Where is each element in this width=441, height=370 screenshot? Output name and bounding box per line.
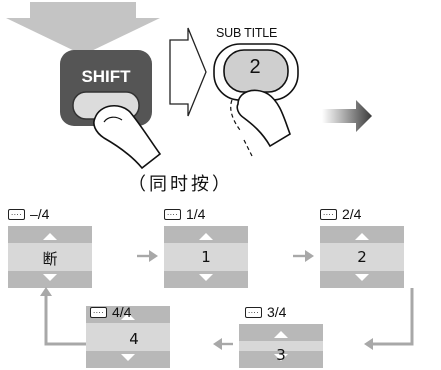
subtitle-key-graphic: [213, 43, 299, 157]
osd-step-3-header: .... 2/4: [320, 205, 361, 223]
osd-step-4-value: 3: [276, 346, 286, 364]
osd-step-1-header: .... –/4: [8, 205, 49, 223]
subtitle-key-number: 2: [249, 56, 261, 78]
shift-button-label: SHIFT: [81, 67, 131, 86]
subtitle-icon: ....: [245, 306, 262, 318]
osd-step-1-value: 断: [42, 250, 58, 268]
osd-box-2: [164, 226, 248, 288]
up-triangle-icon: [43, 233, 57, 240]
up-triangle-icon: [121, 313, 135, 320]
osd-step-5-value: 4: [129, 330, 139, 348]
up-triangle-icon: [355, 233, 369, 240]
subtitle-icon: ....: [8, 208, 25, 220]
down-triangle-icon: [274, 354, 288, 361]
osd-step-5-header: .... 4/4: [90, 303, 131, 321]
osd-step-2-status: 1/4: [186, 206, 206, 222]
shift-key-graphic: [60, 50, 162, 170]
down-triangle-icon: [43, 274, 57, 281]
osd-step-4-header: .... 3/4: [245, 303, 286, 321]
down-triangle-icon: [199, 274, 213, 281]
subtitle-icon: ....: [320, 208, 337, 220]
flow-arrows: [40, 250, 414, 350]
osd-step-2-header: .... 1/4: [164, 205, 205, 223]
subtitle-button-caption: SUB TITLE: [216, 26, 278, 40]
up-triangle-icon: [274, 331, 288, 338]
press-together-caption: （同时按）: [128, 174, 233, 195]
osd-step-4-status: 3/4: [267, 304, 287, 320]
subtitle-icon: ....: [90, 306, 107, 318]
osd-step-5-status: 4/4: [112, 304, 132, 320]
osd-step-2-value: 1: [201, 248, 211, 266]
osd-box-1: [8, 226, 92, 288]
up-triangle-icon: [199, 233, 213, 240]
subtitle-icon: ....: [164, 208, 181, 220]
osd-box-4: [239, 324, 323, 368]
down-triangle-icon: [355, 274, 369, 281]
then-arrow-icon: [169, 27, 207, 117]
down-triangle-icon: [121, 354, 135, 361]
right-arrow-icon: [322, 100, 372, 132]
osd-step-3-value: 2: [357, 248, 367, 266]
osd-step-1-status: –/4: [30, 206, 50, 222]
osd-step-3-status: 2/4: [342, 206, 362, 222]
down-arrow-icon: [6, 2, 160, 55]
osd-box-3: [320, 226, 404, 288]
